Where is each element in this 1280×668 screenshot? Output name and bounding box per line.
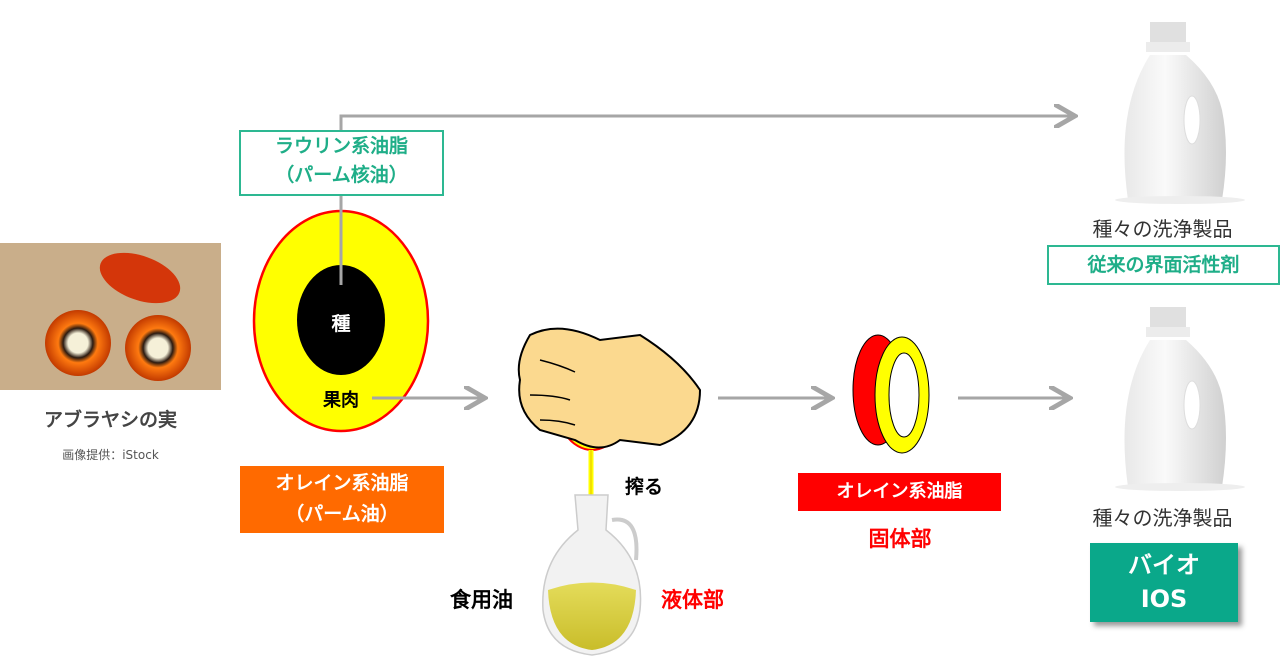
seed-shape [297,265,385,375]
olein-oil-box: オレイン系油脂 （パーム油） [240,466,444,533]
bio-ios-box: バイオ IOS [1090,543,1238,622]
ios-label: IOS [1140,585,1188,613]
detergent-bottle-top [1115,22,1245,204]
product-label-bottom: 種々の洗浄製品 [1092,506,1233,530]
edible-oil-label: 食用油 [450,588,513,612]
fruit-label: アブラヤシの実 [43,409,177,431]
palm-fruit-photo [0,243,221,390]
conventional-surfactant-box: 従来の界面活性剤 [1047,245,1280,285]
lauric-line2: （パーム核油） [275,164,408,186]
lauric-arrow [339,116,1072,285]
detergent-bottle-bottom [1115,307,1245,491]
solid-olein-box: オレイン系油脂 [798,473,1001,511]
oil-jar [542,494,642,656]
product-label-top: 種々の洗浄製品 [1092,217,1233,241]
seed-label: 種 [331,313,351,335]
liquid-part-label: 液体部 [661,588,724,612]
olein-line2: （パーム油） [285,503,399,525]
image-credit: 画像提供：iStock [62,448,159,462]
solid-part-label: 固体部 [868,527,932,551]
flesh-label: 果肉 [323,390,359,411]
bio-label: バイオ [1128,551,1200,579]
lauric-oil-box: ラウリン系油脂 （パーム核油） [239,130,444,196]
squeeze-label: 搾る [625,476,664,498]
olein-line1: オレイン系油脂 [275,472,409,494]
solid-ring [852,334,930,454]
lauric-line1: ラウリン系油脂 [274,135,408,157]
hand-squeeze-illustration [517,327,702,548]
